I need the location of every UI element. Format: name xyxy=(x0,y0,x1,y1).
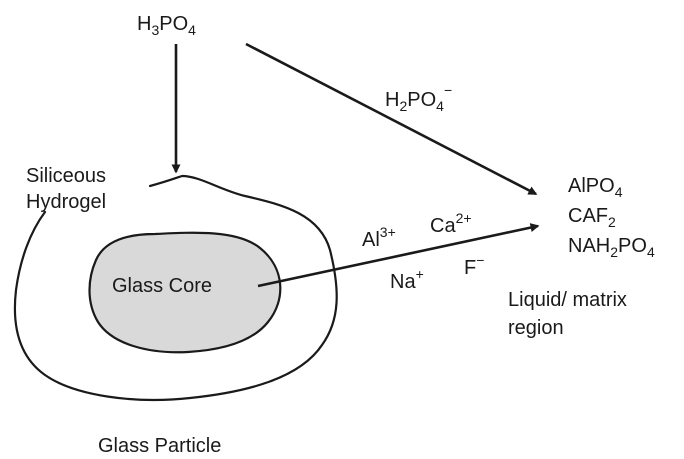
glass-particle-outline xyxy=(13,174,338,402)
product-caf2: CAF2 xyxy=(568,205,616,230)
hydrogel-label-line2: Hydrogel xyxy=(26,191,106,213)
phosphate-ion-label: H2PO4− xyxy=(385,82,452,114)
ion-fluoride: F− xyxy=(464,252,484,279)
hydrogel-label-line1: Siliceous xyxy=(26,165,106,187)
product-alpo4: AlPO4 xyxy=(568,175,623,200)
region-label-line2: region xyxy=(508,317,564,339)
glass-particle-label: Glass Particle xyxy=(98,435,221,457)
product-nah2po4: NAH2PO4 xyxy=(568,235,655,260)
region-label-line1: Liquid/ matrix xyxy=(508,289,627,311)
ion-aluminium: Al3+ xyxy=(362,224,396,251)
arrow-to-products xyxy=(245,42,538,196)
ion-sodium: Na+ xyxy=(390,266,424,293)
ion-calcium: Ca2+ xyxy=(430,210,472,237)
glass-core-label: Glass Core xyxy=(112,275,212,297)
reactant-label: H3PO4 xyxy=(137,13,196,38)
arrow-core-to-products xyxy=(257,223,540,288)
glass-core-shape xyxy=(88,231,282,354)
